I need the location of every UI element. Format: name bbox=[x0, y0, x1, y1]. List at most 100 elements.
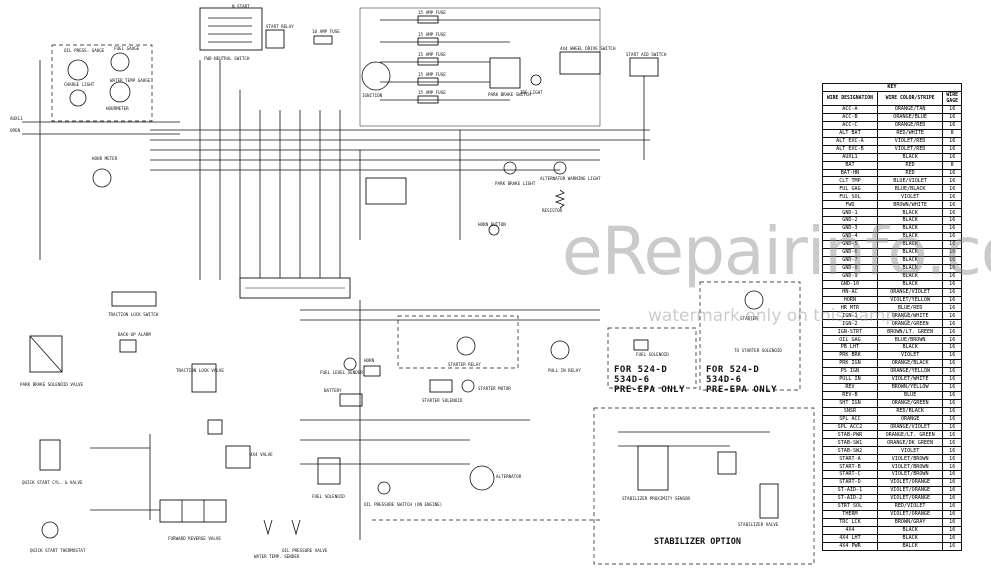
wire-designation: REV-B bbox=[822, 390, 878, 400]
oil-gauge-label: OIL PRESS. GAUGE bbox=[64, 48, 105, 53]
wire-gage: 16 bbox=[942, 168, 962, 178]
left-devices: TRACTION LOCK SWITCH PARK BRAKE SOLENOID… bbox=[20, 291, 273, 553]
wire-gage: 16 bbox=[942, 454, 962, 464]
wire-designation: 4X4 bbox=[822, 525, 878, 535]
open-label: OPEN bbox=[10, 128, 21, 133]
wire-gage: 16 bbox=[942, 224, 962, 233]
wire-color: ORANGE/VIOLET bbox=[876, 422, 944, 432]
wire-color: VIOLET/BROWN bbox=[876, 470, 944, 480]
wire-color: BROWN/YELLOW bbox=[876, 382, 944, 392]
wire-color: BALCK bbox=[876, 541, 944, 551]
wire-designation: STAB-SW1 bbox=[822, 438, 878, 448]
wire-gage: 16 bbox=[942, 486, 962, 495]
wire-color: ORANGE/WHITE bbox=[876, 311, 944, 321]
wire-designation: PB LHT bbox=[822, 343, 878, 353]
backup-alarm-label: BACK-UP ALARM bbox=[118, 332, 151, 337]
wire-color: BLACK bbox=[876, 247, 944, 257]
wire-color: BLACK bbox=[876, 525, 944, 535]
wire-gage: 16 bbox=[942, 311, 962, 321]
wire-color: BLACK bbox=[876, 533, 944, 543]
wire-designation: STRT SOL bbox=[822, 501, 878, 511]
wire-gage: 16 bbox=[942, 136, 962, 146]
key-title: KEY bbox=[822, 83, 962, 92]
wire-designation: GND-2 bbox=[822, 216, 878, 226]
key-col-color: WIRE COLOR/STRIPE bbox=[876, 91, 944, 106]
wire-color: BLACK bbox=[876, 343, 944, 353]
wire-designation: SNSR bbox=[822, 406, 878, 416]
wire-designation: GND-6 bbox=[822, 247, 878, 257]
wire-gage: 16 bbox=[942, 247, 962, 257]
wire-gage: 16 bbox=[942, 327, 962, 337]
wire-designation: PRK IGN bbox=[822, 359, 878, 368]
fuse-label: 15 AMP FUSE bbox=[418, 90, 446, 95]
wire-color: BLACK bbox=[876, 224, 944, 233]
wire-designation: IGN-2 bbox=[822, 319, 878, 329]
wire-gage: 16 bbox=[942, 359, 962, 368]
wire-gage: 16 bbox=[942, 152, 962, 162]
pre-epa-left-line2: 534D-6 bbox=[614, 375, 650, 385]
wire-gage: 16 bbox=[942, 303, 962, 313]
wire-color: BLACK bbox=[876, 239, 944, 249]
key-col-designation: WIRE DESIGNATION bbox=[822, 91, 878, 106]
wire-designation: HN-AC bbox=[822, 287, 878, 297]
wire-designation: ALT BAT bbox=[822, 128, 878, 138]
wire-gage: 16 bbox=[942, 525, 962, 535]
wire-designation: ACC-B bbox=[822, 112, 878, 122]
wire-gage: 16 bbox=[942, 430, 962, 440]
start-relay-label: START RELAY bbox=[266, 24, 294, 29]
wire-gage: 16 bbox=[942, 541, 962, 551]
ide-light-label: IDE LIGHT bbox=[520, 90, 543, 95]
wire-gage: 16 bbox=[942, 176, 962, 186]
wire-designation: START-A bbox=[822, 454, 878, 464]
wire-designation: SHT IGN bbox=[822, 398, 878, 408]
fuse-label: 15 AMP FUSE bbox=[418, 72, 446, 77]
key-col-gage: WIRE GAGE bbox=[942, 91, 962, 106]
quick-start-thermostat-label: QUICK START THERMOSTAT bbox=[30, 548, 86, 553]
wire-gage: 16 bbox=[942, 239, 962, 249]
top-switch-group: N START FWD-NEUTRAL SWITCH START RELAY 1… bbox=[199, 4, 340, 61]
wire-designation: IGN-1 bbox=[822, 311, 878, 321]
fuse-label: 15 AMP FUSE bbox=[418, 10, 446, 15]
n-start-label: N START bbox=[232, 4, 250, 9]
gauge-cluster: OIL PRESS. GAUGE FUEL GAUGE CHARGE LIGHT… bbox=[10, 44, 180, 188]
wire-color: BLACK bbox=[876, 263, 944, 273]
water-temp-sender-label: WATER TEMP. SENDER bbox=[254, 554, 300, 559]
fuse-label: 15 AMP FUSE bbox=[418, 32, 446, 37]
wire-color: ORANGE/GREEN bbox=[876, 319, 944, 329]
fuse-block: 15 AMP FUSE 15 AMP FUSE 15 AMP FUSE 15 A… bbox=[359, 7, 667, 160]
wire-designation: AUXL1 bbox=[822, 152, 878, 162]
four-x4-valve-label: 4X4 VALVE bbox=[250, 452, 273, 457]
wire-designation: ALT EXC-B bbox=[822, 144, 878, 154]
park-brake-light-label: PARK BRAKE LIGHT bbox=[495, 181, 536, 186]
wire-color: RED bbox=[876, 168, 944, 178]
water-temp-gauge-label: WATER TEMP GAUGE bbox=[110, 78, 151, 83]
wire-color: VIOLET/YELLOW bbox=[876, 295, 944, 305]
fuel-sol-box-label: FUEL SOLENOID bbox=[636, 352, 669, 357]
wire-gage: 16 bbox=[942, 343, 962, 353]
